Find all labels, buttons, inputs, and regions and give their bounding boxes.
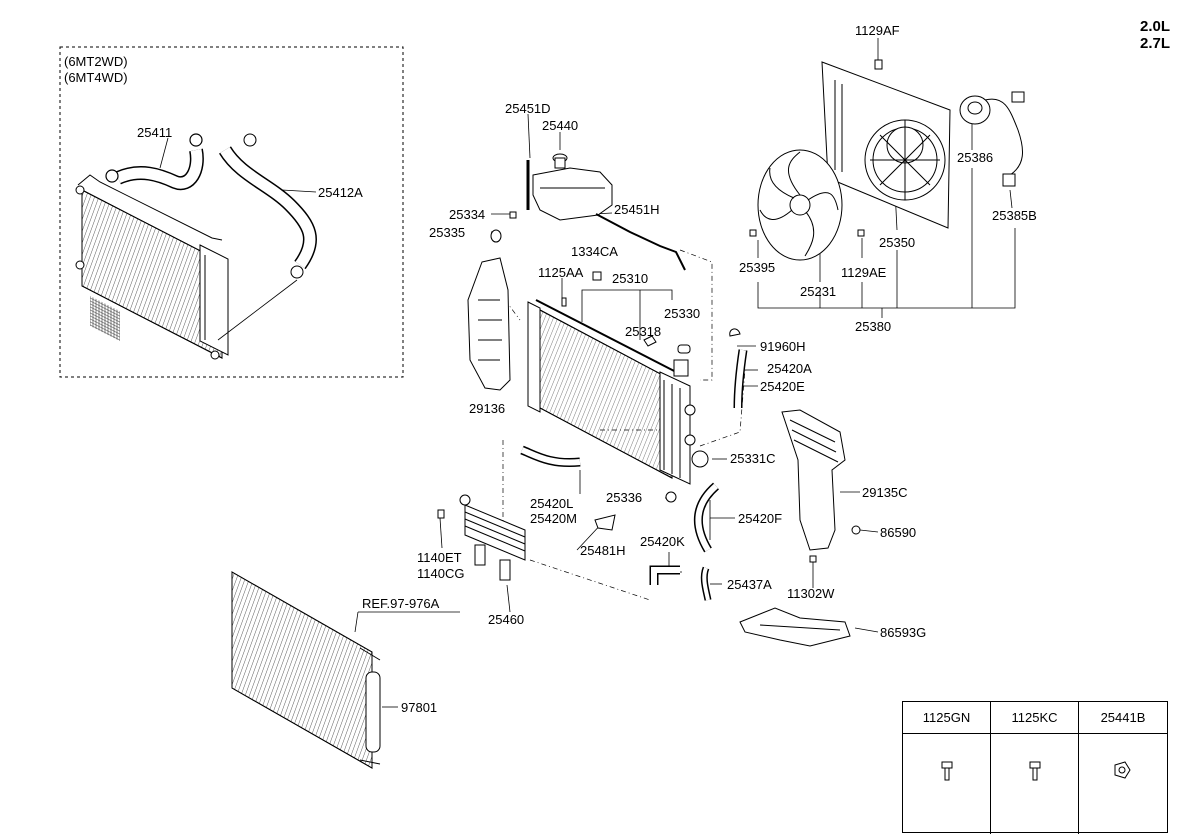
part-label-25318[interactable]: 25318 [625, 324, 662, 339]
part-label-25386[interactable]: 25386 [957, 150, 994, 165]
hose-25451H [595, 213, 686, 271]
part-label-25420F[interactable]: 25420F [738, 511, 783, 526]
part-label-25481H[interactable]: 25481H [580, 543, 626, 558]
part-label-25451D[interactable]: 25451D [505, 101, 551, 116]
part-label-25420L[interactable]: 25420L [530, 496, 574, 511]
leader-lines [159, 38, 1016, 708]
part-label-25350[interactable]: 25350 [879, 235, 916, 250]
part-label-1129AE[interactable]: 1129AE [841, 265, 887, 280]
part-label-29136[interactable]: 29136 [469, 401, 506, 416]
fastener-cell-1125KC [991, 734, 1079, 834]
cap-25331C [691, 450, 709, 468]
variant-4wd: (6MT4WD) [64, 70, 128, 85]
bushing-25335 [490, 229, 502, 243]
part-label-25330[interactable]: 25330 [664, 306, 701, 321]
variant-2wd: (6MT2WD) [64, 54, 128, 69]
part-label-86590[interactable]: 86590 [880, 525, 917, 540]
small-parts [437, 211, 741, 531]
part-label-1334CA[interactable]: 1334CA [571, 244, 618, 259]
cap-25330 [677, 344, 691, 354]
hose-25412A [219, 133, 317, 279]
fan-25231 [757, 149, 843, 261]
part-label-25380[interactable]: 25380 [855, 319, 892, 334]
part-label-1125AA[interactable]: 1125AA [538, 265, 584, 280]
fastener-cell-25441B [1079, 734, 1167, 834]
fastener-header-1125GN[interactable]: 1125GN [903, 702, 991, 734]
fastener-header-1125KC[interactable]: 1125KC [991, 702, 1079, 734]
part-label-25451H[interactable]: 25451H [614, 202, 660, 217]
screw-1129AE [857, 229, 865, 237]
fastener-cell-1125GN [903, 734, 991, 834]
part-label-25411[interactable]: 25411 [137, 125, 173, 140]
part-label-25395[interactable]: 25395 [739, 260, 776, 275]
fastener-header-25441B[interactable]: 25441B [1079, 702, 1167, 734]
part-label-25334[interactable]: 25334 [449, 207, 486, 222]
part-label-25420A[interactable]: 25420A [767, 361, 812, 376]
plug-25336 [665, 491, 677, 503]
bracket-25481H [594, 514, 616, 531]
part-label-25331C[interactable]: 25331C [730, 451, 776, 466]
clip-25334 [509, 211, 517, 219]
part-label-97801[interactable]: 97801 [401, 700, 438, 715]
engine-label-1: 2.0L [1140, 18, 1171, 35]
part-label-ref-97-976A[interactable]: REF.97-976A [362, 596, 440, 611]
bolt-1129AF [874, 59, 883, 70]
nut-icon [1114, 761, 1131, 779]
table-symbols [941, 761, 1131, 781]
part-label-25437A[interactable]: 25437A [727, 577, 772, 592]
main-radiator [527, 299, 696, 485]
part-label-25420E[interactable]: 25420E [760, 379, 805, 394]
part-label-1129AF[interactable]: 1129AF [855, 23, 900, 38]
air-guard-86593G [739, 607, 851, 647]
air-guard-29136 [467, 257, 511, 391]
oil-cooler-25460 [459, 494, 526, 581]
hose-25411 [105, 133, 204, 191]
clip-1334CA [592, 271, 602, 281]
hoses-main [520, 349, 748, 601]
part-label-1140CG[interactable]: 1140CG [417, 566, 465, 581]
engine-label-2: 2.7L [1140, 35, 1171, 52]
part-label-25440[interactable]: 25440 [542, 118, 579, 133]
part-label-25460[interactable]: 25460 [488, 612, 525, 627]
part-label-25336[interactable]: 25336 [606, 490, 643, 505]
clamp-91960H [729, 328, 741, 337]
part-label-11302W[interactable]: 11302W [787, 586, 835, 601]
bolt-1125AA [561, 297, 567, 307]
part-label-29135C[interactable]: 29135C [862, 485, 908, 500]
radiator-variant [75, 174, 229, 360]
part-label-86593G[interactable]: 86593G [880, 625, 927, 640]
motor-25386 [959, 91, 1025, 187]
bolt-icon [1029, 761, 1041, 781]
part-label-25335[interactable]: 25335 [429, 225, 466, 240]
reservoir-tank [532, 153, 613, 221]
air-guard-29135C [781, 409, 861, 563]
part-label-25420K[interactable]: 25420K [640, 534, 685, 549]
screw-25395 [749, 229, 757, 237]
part-label-25412A[interactable]: 25412A [318, 185, 363, 200]
bolt-icon [941, 761, 953, 781]
condenser-97801 [231, 571, 381, 769]
part-label-1140ET[interactable]: 1140ET [417, 550, 462, 565]
part-label-91960H[interactable]: 91960H [760, 339, 806, 354]
fan-shroud [821, 61, 951, 229]
bolt-1140ET [437, 509, 445, 519]
part-label-25385B[interactable]: 25385B [992, 208, 1037, 223]
part-label-25420M[interactable]: 25420M [530, 511, 577, 526]
part-label-25310[interactable]: 25310 [612, 271, 649, 286]
screw-25318 [643, 335, 657, 347]
part-label-25231[interactable]: 25231 [800, 284, 837, 299]
fastener-table: 1125GN 1125KC 25441B [902, 701, 1168, 834]
